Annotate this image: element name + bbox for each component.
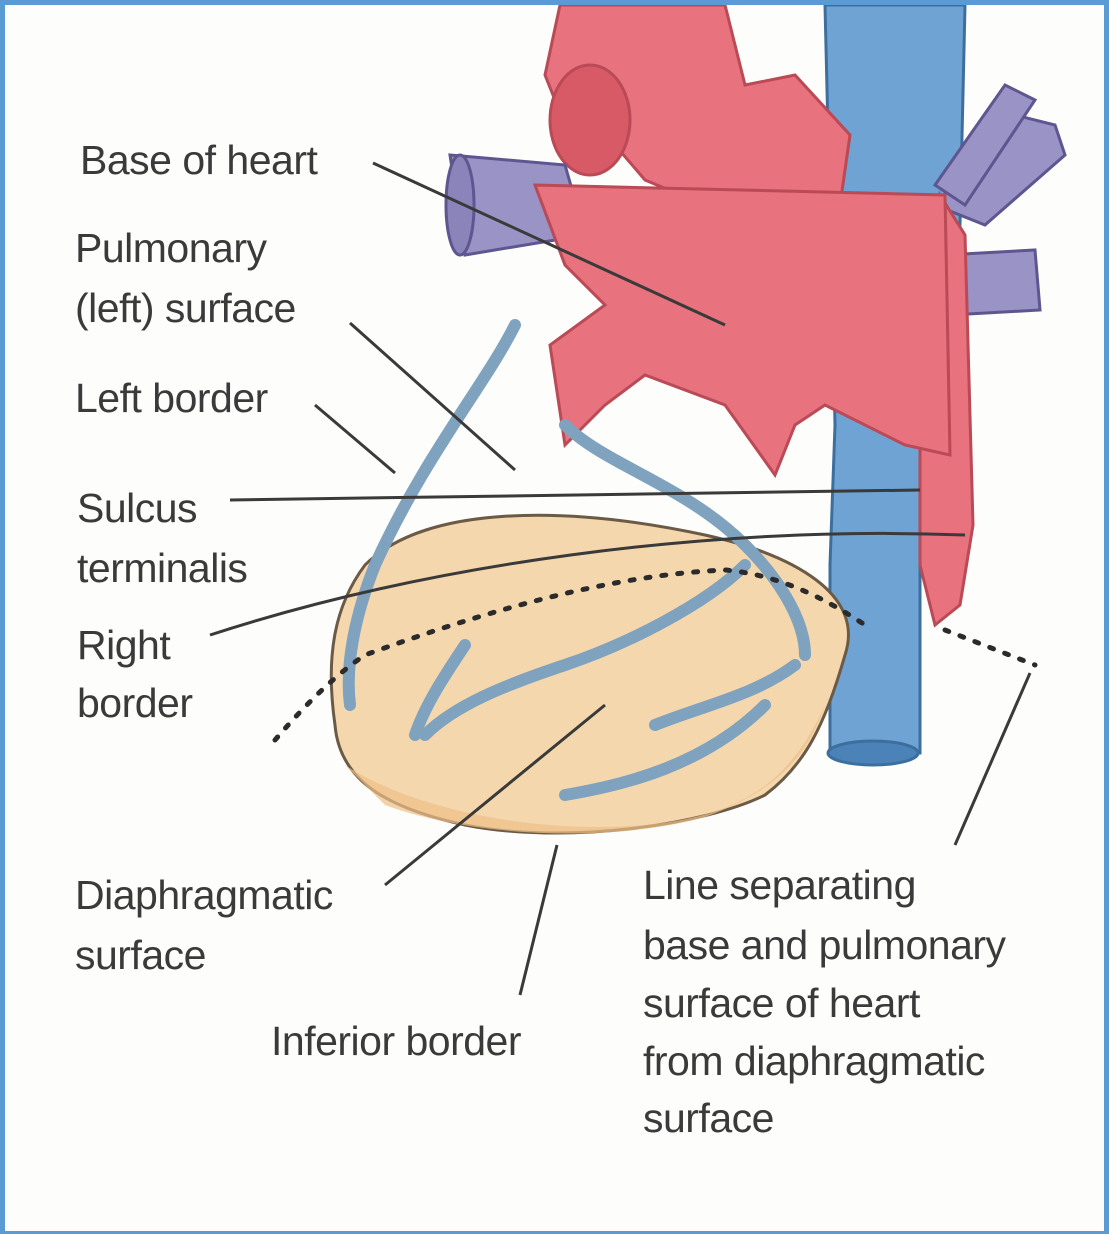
label-left-border: Left border xyxy=(75,370,268,426)
aorta-opening xyxy=(550,65,630,175)
label-line-separating-line3: surface of heart xyxy=(643,975,920,1031)
label-line-separating-line1: Line separating xyxy=(643,857,916,913)
label-line-separating-line4: from diaphragmatic xyxy=(643,1033,985,1089)
label-sulcus-terminalis-line2: terminalis xyxy=(77,540,247,596)
label-base-of-heart: Base of heart xyxy=(80,132,317,188)
pulmonary-vein-left-opening xyxy=(446,155,474,255)
label-pulmonary-surface-line1: Pulmonary xyxy=(75,220,266,276)
label-line-separating-line2: base and pulmonary xyxy=(643,917,1006,973)
label-inferior-border: Inferior border xyxy=(271,1013,521,1069)
label-diaphragmatic-surface-line2: surface xyxy=(75,927,206,983)
label-sulcus-terminalis-line1: Sulcus xyxy=(77,480,197,536)
separating-line-right xyxy=(945,630,1035,665)
label-right-border-line1: Right xyxy=(77,617,170,673)
label-diaphragmatic-surface-line1: Diaphragmatic xyxy=(75,867,333,923)
label-pulmonary-surface-line2: (left) surface xyxy=(75,280,296,336)
label-line-separating-line5: surface xyxy=(643,1090,774,1146)
label-right-border-line2: border xyxy=(77,675,193,731)
left-atrium xyxy=(535,185,950,475)
ivc-opening xyxy=(828,741,918,765)
